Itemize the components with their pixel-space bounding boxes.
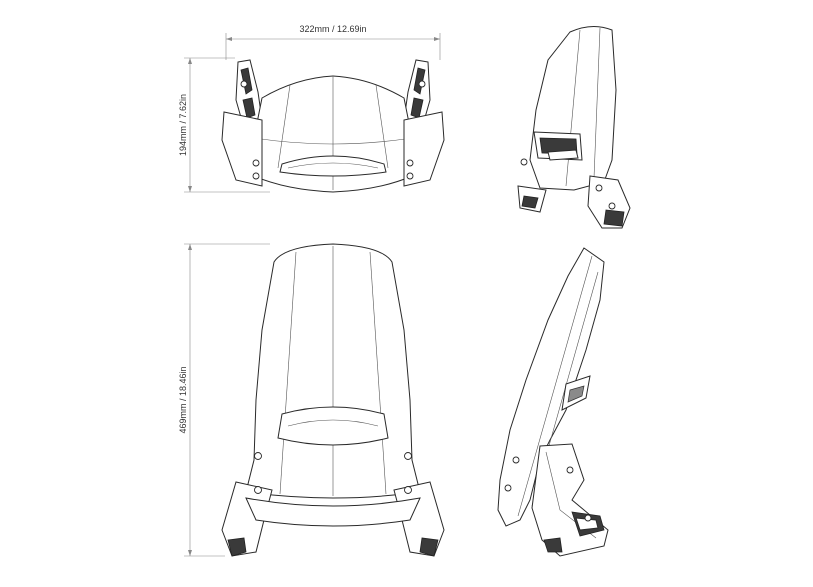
width-dimension-label: 322mm / 12.69in [299,24,366,34]
side-screen-outline [497,247,605,527]
rear-vent [277,406,389,446]
rear-height-dimension-label: 469mm / 18.46in [178,366,188,433]
rear-height-dimension: 469mm / 18.46in [178,243,270,557]
front-height-dimension-label: 194mm / 7.62in [178,94,188,156]
front-height-dimension: 194mm / 7.62in [178,57,270,193]
front-vent [279,155,387,177]
width-dimension: 322mm / 12.69in [225,24,441,60]
rear-view [221,243,445,557]
side-bracket [531,443,609,557]
left-bracket [235,59,263,133]
three-quarter-view [517,26,631,229]
right-bracket [403,59,431,133]
front-view [221,59,445,193]
side-view [497,247,609,557]
